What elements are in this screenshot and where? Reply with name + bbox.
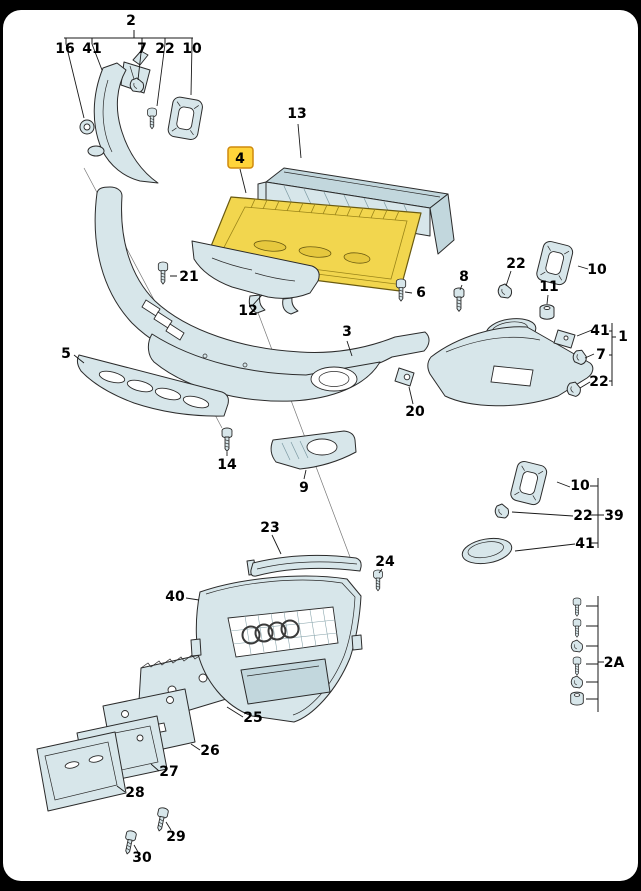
callout-40[interactable]: 40 (165, 589, 185, 605)
callout-16[interactable]: 16 (55, 41, 74, 57)
highlight-label-4-box[interactable] (227, 146, 254, 169)
callout-22a[interactable]: 22 (155, 41, 174, 57)
part-grommet-20 (394, 367, 415, 387)
callout-25[interactable]: 25 (243, 710, 262, 726)
callout-21[interactable]: 21 (179, 269, 198, 285)
callout-group-2[interactable]: 2 (126, 13, 136, 29)
audi-rings-icon (241, 619, 300, 645)
callout-41c[interactable]: 41 (575, 536, 594, 552)
screw-24 (373, 569, 383, 592)
part-lower-bracket-12 (191, 240, 320, 315)
part-plate-holder-28 (36, 731, 127, 812)
callout-group-2a[interactable]: 2A (604, 655, 625, 671)
callout-22c[interactable]: 22 (589, 374, 608, 390)
screw-22a (147, 107, 157, 130)
callout-23[interactable]: 23 (260, 520, 279, 536)
callout-group-1[interactable]: 1 (618, 329, 628, 345)
callout-10b[interactable]: 10 (587, 262, 607, 278)
nut-11 (539, 304, 555, 320)
callout-26[interactable]: 26 (200, 743, 219, 759)
callout-3[interactable]: 3 (342, 324, 352, 340)
part-cluster-group-2 (79, 50, 205, 184)
screw-21 (157, 261, 169, 285)
callout-41a[interactable]: 41 (82, 41, 101, 57)
part-corner-panel-group-1 (427, 315, 594, 407)
callout-24[interactable]: 24 (375, 554, 395, 570)
callout-9[interactable]: 9 (299, 480, 309, 496)
bracket-41b (553, 329, 576, 349)
fastener-set-2a (570, 597, 584, 706)
callout-22b[interactable]: 22 (506, 256, 525, 272)
callout-7b[interactable]: 7 (596, 347, 606, 363)
callout-5[interactable]: 5 (61, 346, 71, 362)
clip-22d (494, 503, 510, 519)
bracket-lines (64, 30, 616, 712)
callout-7a[interactable]: 7 (137, 41, 147, 57)
callout-13[interactable]: 13 (287, 106, 306, 122)
callout-10a[interactable]: 10 (182, 41, 202, 57)
callout-41b[interactable]: 41 (590, 323, 609, 339)
callout-11[interactable]: 11 (539, 279, 558, 295)
callout-group-39[interactable]: 39 (604, 508, 623, 524)
callout-10c[interactable]: 10 (570, 478, 590, 494)
callout-4[interactable]: 4 (235, 151, 245, 167)
leader-lines (65, 43, 595, 853)
part-grille-strip-5 (76, 354, 229, 417)
callout-20[interactable]: 20 (405, 404, 425, 420)
callout-14[interactable]: 14 (217, 457, 237, 473)
screw-8 (453, 287, 465, 312)
cap-cover-41c (459, 534, 515, 568)
callout-6[interactable]: 6 (416, 285, 426, 301)
ring-bracket-10c (508, 459, 549, 507)
callout-29[interactable]: 29 (166, 829, 185, 845)
clip-22b (497, 283, 513, 299)
screw-14 (221, 427, 233, 452)
callout-8[interactable]: 8 (459, 269, 469, 285)
part-radiator-grille-40 (190, 575, 363, 723)
part-grille-slat-23 (246, 554, 362, 577)
callout-28[interactable]: 28 (125, 785, 144, 801)
callout-22d[interactable]: 22 (573, 508, 592, 524)
callout-30[interactable]: 30 (132, 850, 152, 866)
part-fog-grille-9 (270, 430, 357, 470)
callout-27[interactable]: 27 (159, 764, 178, 780)
ring-bracket-10a (166, 95, 205, 142)
callout-12[interactable]: 12 (238, 303, 257, 319)
part-bumper-cover-3 (94, 186, 430, 402)
